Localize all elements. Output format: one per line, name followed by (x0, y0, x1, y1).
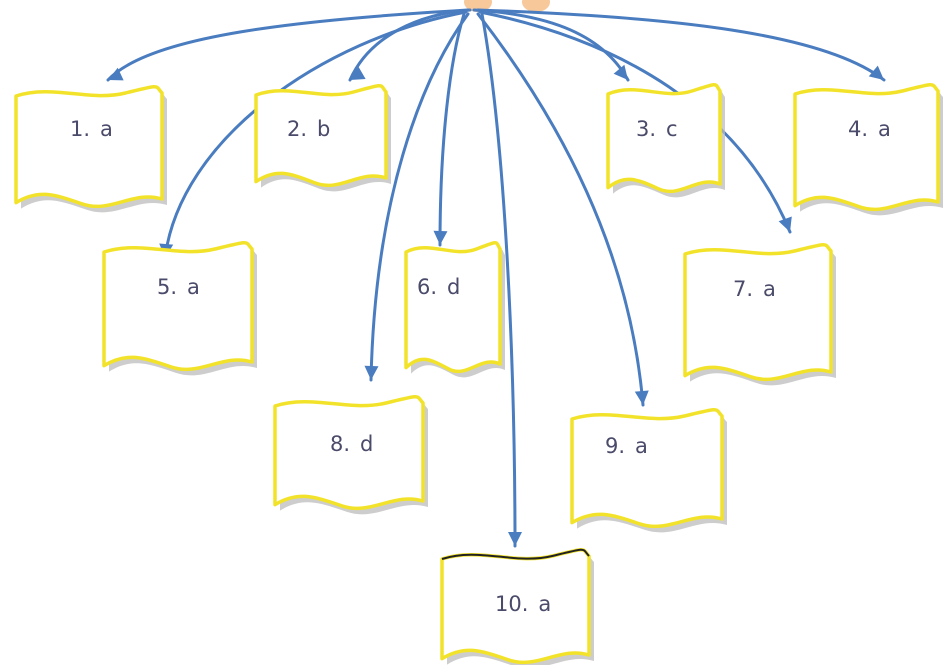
card-body (102, 240, 254, 372)
card-label: 10. a (495, 592, 551, 616)
card-body (273, 394, 425, 511)
card-body (254, 83, 388, 188)
arrow-line-7 (478, 10, 792, 234)
card-body (606, 82, 722, 194)
card-top-edge (441, 548, 590, 560)
question-number: 4. (848, 117, 868, 141)
answer-card-8: 8. d (273, 394, 428, 515)
card-label: 5. a (157, 275, 200, 299)
arrow-line-1 (106, 8, 470, 82)
card-label: 1. a (70, 117, 113, 141)
card-body (14, 84, 164, 209)
question-number: 9. (605, 434, 625, 458)
arrowhead-9 (634, 390, 649, 405)
answer-letter: b (317, 117, 330, 141)
answer-card-3: 3. c (606, 82, 725, 198)
answer-card-10: 10. a (440, 547, 594, 665)
arrow-line-10 (480, 12, 517, 548)
question-number: 2. (287, 117, 307, 141)
answer-letter: a (187, 275, 200, 299)
arrowhead-8 (364, 365, 379, 380)
arrowhead-1 (108, 67, 124, 81)
arrow-line-6 (438, 12, 466, 247)
answer-letter: a (538, 592, 551, 616)
arrow-line-3 (472, 8, 630, 82)
answer-letter: d (360, 432, 373, 456)
answer-letter: d (447, 275, 460, 299)
card-body (570, 407, 724, 529)
answer-card-6: 6. d (404, 240, 505, 378)
answer-card-1: 1. a (14, 84, 167, 213)
answer-letter: a (763, 277, 776, 301)
answer-letter: a (878, 117, 891, 141)
arrowhead-3 (613, 64, 628, 80)
question-number: 6. (417, 275, 437, 299)
card-label: 7. a (733, 277, 776, 301)
question-number: 10. (495, 592, 528, 616)
card-group: 1. a 2. b 3. c 4. a 5. a 6. d 7. a 8. d 9. a 10. a (14, 82, 943, 665)
answer-card-7: 7. a (683, 242, 836, 386)
card-label: 2. b (287, 117, 330, 141)
card-body (404, 240, 502, 374)
question-number: 3. (636, 117, 656, 141)
card-label: 4. a (848, 117, 891, 141)
answer-letter: a (100, 117, 113, 141)
answer-letter: a (635, 434, 648, 458)
arrowhead-2 (350, 66, 366, 80)
card-label: 3. c (636, 117, 678, 141)
arrow-line-9 (476, 12, 645, 407)
arrowhead-10 (508, 532, 522, 546)
question-number: 7. (733, 277, 753, 301)
card-body (683, 242, 833, 382)
card-label: 6. d (417, 275, 460, 299)
answer-card-9: 9. a (570, 407, 727, 533)
question-number: 1. (70, 117, 90, 141)
card-body (793, 82, 940, 212)
arrow-line-4 (476, 8, 886, 82)
answer-card-4: 4. a (793, 82, 943, 216)
arrow-line-8 (369, 12, 470, 382)
answer-card-5: 5. a (102, 240, 257, 376)
arrowhead-4 (868, 65, 884, 80)
question-number: 5. (157, 275, 177, 299)
hub-blob-right (522, 0, 550, 12)
answer-letter: c (666, 117, 678, 141)
card-label: 9. a (605, 434, 648, 458)
card-label: 8. d (330, 432, 373, 456)
arrowhead-6 (433, 230, 448, 245)
question-number: 8. (330, 432, 350, 456)
answer-card-2: 2. b (254, 83, 391, 192)
arrowhead-7 (778, 216, 792, 232)
